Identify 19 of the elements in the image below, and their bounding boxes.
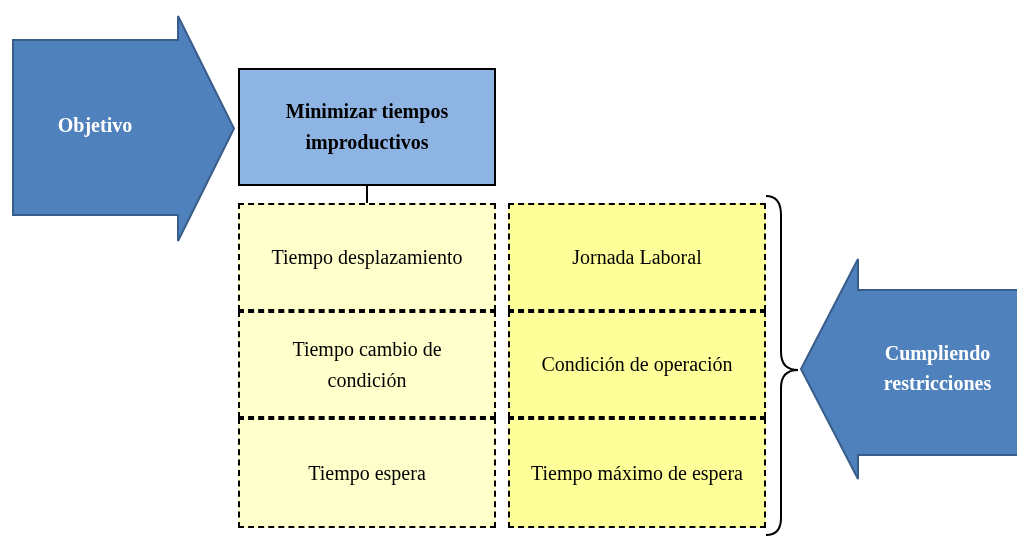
- node-label: Jornada Laboral: [571, 244, 703, 270]
- connector-line: [366, 185, 368, 204]
- block-arrow: [12, 15, 235, 242]
- node-label: Tiempo máximo de espera: [530, 460, 744, 487]
- dashed-box: [238, 418, 496, 528]
- dashed-box: [508, 311, 766, 418]
- dashed-box: [238, 311, 496, 418]
- node-label: Tiempo espera: [307, 460, 427, 487]
- node-label: Condición de operación: [540, 352, 734, 378]
- node-label: Tiempo cambio de condición: [291, 336, 443, 393]
- dashed-box: [508, 418, 766, 528]
- node-label: Cumpliendo restricciones: [882, 341, 993, 396]
- node-label: Objetivo: [56, 113, 134, 139]
- dashed-box: [508, 203, 766, 311]
- node-label: Tiempo desplazamiento: [270, 244, 464, 271]
- process-box: [238, 68, 496, 186]
- dashed-box: [238, 203, 496, 311]
- block-arrow: [800, 258, 1017, 480]
- node-label: Minimizar tiempos improductivos: [284, 99, 450, 156]
